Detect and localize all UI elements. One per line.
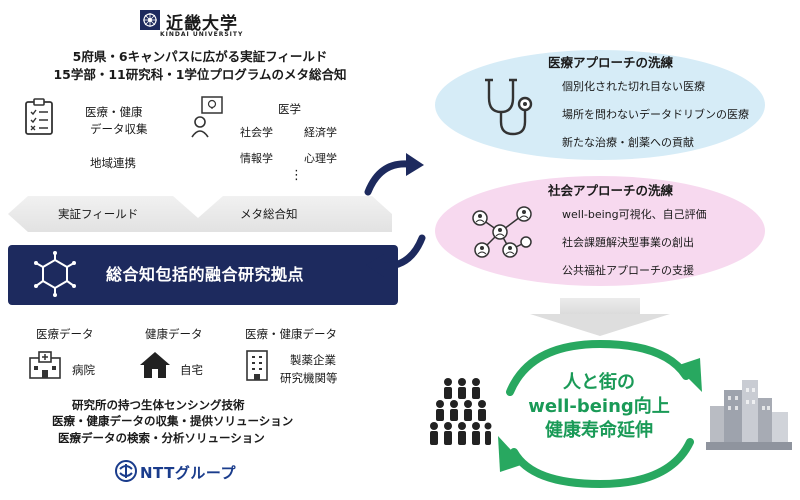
chevron-notches bbox=[8, 196, 392, 232]
city-icon bbox=[706, 380, 792, 450]
medical-item-3: 新たな治療・創薬への貢献 bbox=[562, 136, 694, 149]
field-line2: データ収集 bbox=[90, 122, 148, 136]
meta-economics: 経済学 bbox=[304, 126, 337, 139]
ntt-logo-text: NTTグループ bbox=[140, 464, 236, 482]
hub-box bbox=[8, 245, 398, 305]
medical-title: 医療アプローチの洗練 bbox=[548, 55, 674, 70]
crowd-icon bbox=[430, 378, 492, 445]
goal-line2: well-being向上 bbox=[528, 396, 670, 417]
goal-line1: 人と街の bbox=[563, 372, 635, 393]
kindai-logo-name: 近畿大学 bbox=[166, 14, 238, 34]
social-item-1: well-being可視化、自己評価 bbox=[562, 208, 707, 221]
medical-item-1: 個別化された切れ目ない医療 bbox=[562, 80, 705, 93]
tech-line3: 医療データの検索・分析ソリューション bbox=[58, 431, 265, 445]
source-both-data: 医療・健康データ bbox=[245, 327, 337, 341]
social-title: 社会アプローチの洗練 bbox=[548, 183, 674, 198]
source-health-data: 健康データ bbox=[145, 327, 203, 341]
down-arrow-body bbox=[560, 298, 640, 316]
tech-line1: 研究所の持つ生体センシング技術 bbox=[72, 398, 245, 412]
person-idea-icon bbox=[191, 96, 223, 138]
curved-arrow-left-icon bbox=[366, 234, 426, 277]
social-approach-ellipse bbox=[435, 176, 765, 286]
meta-dots: ⋮ bbox=[290, 168, 303, 183]
source-home: 自宅 bbox=[180, 363, 203, 377]
social-item-3: 公共福祉アプローチの支援 bbox=[562, 264, 694, 277]
hub-title: 総合知包括的融合研究拠点 bbox=[106, 265, 305, 284]
network-people-icon bbox=[472, 206, 532, 258]
building-icon bbox=[246, 350, 268, 381]
meta-main: 医学 bbox=[278, 102, 301, 116]
tech-line2: 医療・健康データの収集・提供ソリューション bbox=[52, 414, 294, 428]
home-icon bbox=[140, 352, 170, 378]
down-arrow-head-icon bbox=[530, 314, 670, 336]
social-item-2: 社会課題解決型事業の創出 bbox=[562, 236, 694, 249]
meta-psych: 心理学 bbox=[304, 152, 337, 165]
stethoscope-icon bbox=[485, 78, 533, 136]
source-pharma1: 製薬企業 bbox=[290, 353, 336, 367]
meta-info: 情報学 bbox=[240, 152, 273, 165]
hospital-icon bbox=[29, 351, 61, 379]
curved-arrow-right-icon bbox=[364, 153, 424, 196]
chevron-label-meta: メタ総合知 bbox=[240, 207, 298, 221]
clipboard-icon bbox=[25, 98, 53, 135]
source-medical-data: 医療データ bbox=[36, 327, 94, 341]
heading-meta: 15学部・11研究科・1学位プログラムのメタ総合知 bbox=[53, 67, 347, 82]
chevron-label-field: 実証フィールド bbox=[58, 207, 139, 221]
kindai-emblem-icon bbox=[140, 10, 160, 30]
goal-line3: 健康寿命延伸 bbox=[545, 420, 653, 441]
source-hospital: 病院 bbox=[72, 363, 95, 377]
kindai-logo-english: KINDAI UNIVERSITY bbox=[160, 31, 244, 38]
medical-item-2: 場所を問わないデータドリブンの医療 bbox=[562, 108, 749, 121]
heading-field: 5府県・6キャンパスに広がる実証フィールド bbox=[72, 49, 328, 64]
cycle-arrows-icon bbox=[498, 339, 702, 489]
source-pharma2: 研究機関等 bbox=[280, 371, 338, 385]
molecule-icon bbox=[34, 251, 76, 297]
meta-social: 社会学 bbox=[240, 126, 273, 139]
field-line1: 医療・健康 bbox=[85, 105, 143, 119]
ntt-logo-icon bbox=[115, 460, 137, 482]
field-community: 地域連携 bbox=[90, 156, 136, 170]
